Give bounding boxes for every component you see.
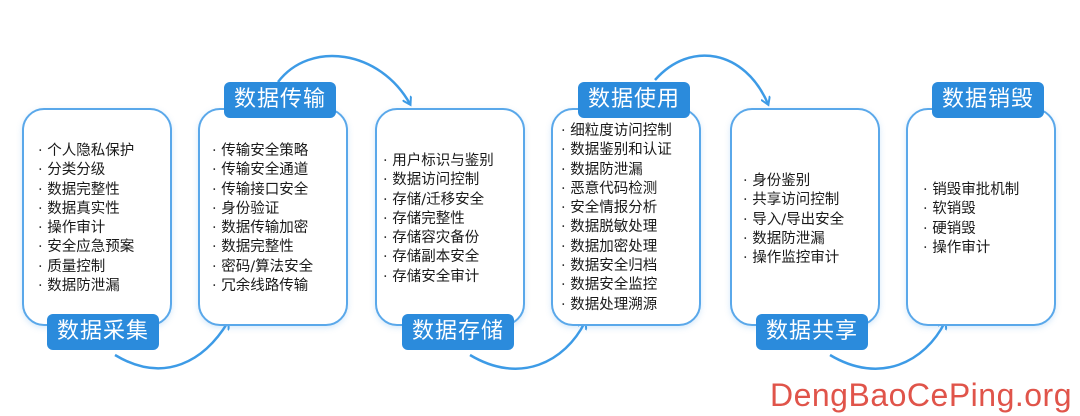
list-item: 导入/导出安全 — [743, 211, 844, 230]
list-item: 用户标识与鉴别 — [383, 152, 494, 171]
list-item: 数据真实性 — [38, 200, 134, 219]
list-item: 数据防泄漏 — [743, 230, 844, 249]
list-item: 操作审计 — [923, 239, 1019, 258]
stage-title-use: 数据使用 — [578, 82, 690, 118]
list-item: 传输安全策略 — [212, 142, 313, 161]
list-item: 数据加密处理 — [561, 238, 672, 257]
list-item: 个人隐私保护 — [38, 142, 134, 161]
list-item: 数据鉴别和认证 — [561, 141, 672, 160]
list-item: 存储容灾备份 — [383, 229, 494, 248]
list-item: 恶意代码检测 — [561, 180, 672, 199]
list-item: 传输接口安全 — [212, 181, 313, 200]
stage-title-storage: 数据存储 — [402, 314, 514, 350]
list-item: 分类分级 — [38, 161, 134, 180]
list-item: 存储安全审计 — [383, 268, 494, 287]
list-item: 冗余线路传输 — [212, 277, 313, 296]
list-item: 身份验证 — [212, 200, 313, 219]
list-item: 数据安全归档 — [561, 257, 672, 276]
list-item: 密码/算法安全 — [212, 258, 313, 277]
list-item: 销毁审批机制 — [923, 181, 1019, 200]
list-item: 数据完整性 — [38, 181, 134, 200]
list-item: 操作监控审计 — [743, 249, 844, 268]
stage-items-destroy: 销毁审批机制 软销毁 硬销毁 操作审计 — [923, 181, 1019, 258]
list-item: 共享访问控制 — [743, 191, 844, 210]
list-item: 安全应急预案 — [38, 238, 134, 257]
stage-title-transmit: 数据传输 — [224, 82, 336, 118]
list-item: 存储/迁移安全 — [383, 191, 494, 210]
arrow-transmit-to-storage — [277, 54, 410, 104]
list-item: 数据处理溯源 — [561, 296, 672, 315]
stage-items-share: 身份鉴别 共享访问控制 导入/导出安全 数据防泄漏 操作监控审计 — [743, 172, 844, 268]
list-item: 传输安全通道 — [212, 161, 313, 180]
stage-title-destroy: 数据销毁 — [932, 82, 1044, 118]
stage-title-share: 数据共享 — [756, 314, 868, 350]
list-item: 身份鉴别 — [743, 172, 844, 191]
list-item: 质量控制 — [38, 258, 134, 277]
list-item: 安全情报分析 — [561, 199, 672, 218]
list-item: 硬销毁 — [923, 220, 1019, 239]
list-item: 软销毁 — [923, 200, 1019, 219]
list-item: 数据防泄漏 — [38, 277, 134, 296]
arrow-collect-to-transmit — [114, 322, 228, 370]
list-item: 存储副本安全 — [383, 248, 494, 267]
list-item: 存储完整性 — [383, 210, 494, 229]
list-item: 数据完整性 — [212, 238, 313, 257]
stage-items-transmit: 传输安全策略 传输安全通道 传输接口安全 身份验证 数据传输加密 数据完整性 密… — [212, 142, 313, 296]
stage-items-collect: 个人隐私保护 分类分级 数据完整性 数据真实性 操作审计 安全应急预案 质量控制… — [38, 142, 134, 296]
arrow-share-to-destroy — [829, 322, 945, 370]
list-item: 数据脱敏处理 — [561, 218, 672, 237]
stage-items-use: 细粒度访问控制 数据鉴别和认证 数据防泄漏 恶意代码检测 安全情报分析 数据脱敏… — [561, 122, 672, 315]
list-item: 数据防泄漏 — [561, 161, 672, 180]
watermark: DengBaoCePing.org — [769, 377, 1072, 413]
list-item: 细粒度访问控制 — [561, 122, 672, 141]
stage-title-collect: 数据采集 — [47, 314, 159, 350]
arrow-storage-to-use — [469, 322, 585, 370]
arrow-use-to-share — [654, 54, 768, 104]
list-item: 数据访问控制 — [383, 171, 494, 190]
list-item: 数据安全监控 — [561, 276, 672, 295]
list-item: 数据传输加密 — [212, 219, 313, 238]
list-item: 操作审计 — [38, 219, 134, 238]
stage-items-storage: 用户标识与鉴别 数据访问控制 存储/迁移安全 存储完整性 存储容灾备份 存储副本… — [383, 152, 494, 287]
